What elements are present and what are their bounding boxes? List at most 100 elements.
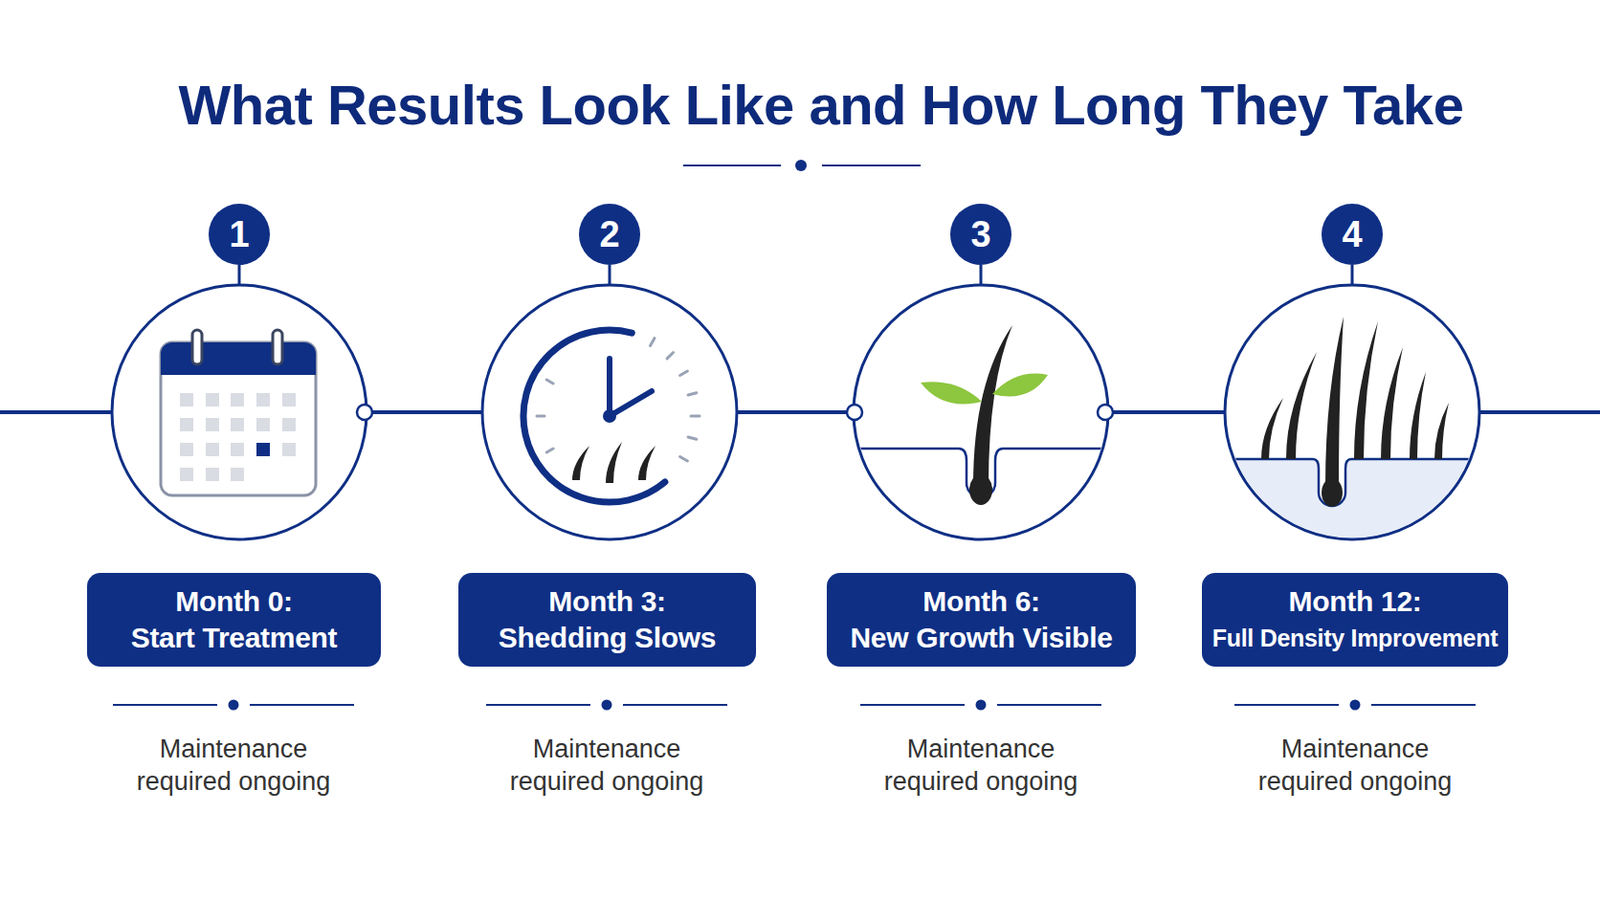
timeline-joint xyxy=(846,404,863,421)
leaf xyxy=(920,381,982,404)
clock-tick xyxy=(546,448,554,453)
calendar-day xyxy=(230,467,245,482)
step-label-box: Month 0:Start Treatment xyxy=(87,573,381,667)
step-description: New Growth Visible xyxy=(836,620,1127,657)
calendar-day xyxy=(282,443,296,457)
clock-dashes xyxy=(536,338,700,462)
hair-strand xyxy=(1380,347,1403,460)
clock-hand xyxy=(609,391,652,417)
diagram-title: What Results Look Like and How Long They… xyxy=(55,73,1587,137)
clock-dash xyxy=(688,393,697,396)
step-label-box: Month 3:Shedding Slows xyxy=(458,573,756,667)
ornament-line xyxy=(249,704,355,707)
step-heading: Month 0: xyxy=(96,583,372,621)
calendar-day xyxy=(179,418,194,432)
calendar-grid xyxy=(179,393,296,482)
calendar-day xyxy=(230,443,245,457)
calendar-ring xyxy=(272,330,283,365)
hair-strands xyxy=(572,442,656,484)
maintenance-note: Maintenance required ongoing xyxy=(123,733,344,799)
calendar-day xyxy=(230,393,245,407)
ornament-dot xyxy=(228,700,240,712)
calendar-day xyxy=(205,443,220,457)
ornament-dot xyxy=(795,159,807,172)
calendar-day xyxy=(205,467,220,482)
calendar-day xyxy=(179,467,194,482)
ornament-line xyxy=(997,704,1102,707)
hair-strand xyxy=(572,445,590,481)
clock-dash xyxy=(688,437,697,440)
step-badge: 1 xyxy=(208,203,270,266)
timeline-joint xyxy=(1097,404,1113,421)
calendar-day xyxy=(205,393,220,407)
maintenance-note: Maintenance required ongoing xyxy=(496,733,717,799)
clock-dash xyxy=(666,353,673,359)
ornament-line xyxy=(1234,704,1339,707)
clock-dash xyxy=(650,338,656,347)
icon-circle xyxy=(111,285,367,540)
step-label-box: Month 12:Full Density Improvement xyxy=(1201,573,1509,667)
step-heading: Month 3: xyxy=(467,583,747,621)
step-label-box: Month 6:New Growth Visible xyxy=(826,573,1136,667)
step-badge: 2 xyxy=(578,203,641,266)
hair-strand xyxy=(1354,321,1378,460)
calendar-ring xyxy=(192,330,202,365)
calendar-header xyxy=(160,342,316,376)
badge-stem xyxy=(608,265,612,286)
hair-strand xyxy=(1434,402,1449,460)
icon-circle xyxy=(853,285,1109,540)
hair-shaft xyxy=(973,325,1013,487)
maintenance-note: Maintenance required ongoing xyxy=(1244,733,1466,799)
box-ornaments xyxy=(112,704,1476,707)
hair-strand xyxy=(1325,316,1344,487)
badge-circle xyxy=(1321,203,1383,266)
hair-strands xyxy=(1261,316,1449,487)
step-heading: Month 12: xyxy=(1211,583,1499,621)
calendar-today xyxy=(256,443,270,457)
ornament-dot xyxy=(601,700,613,712)
ornament-line xyxy=(822,164,921,167)
ornament-line xyxy=(486,704,591,707)
badge-circle xyxy=(578,203,641,266)
calendar-day xyxy=(179,393,194,407)
hair-bulb xyxy=(1321,478,1343,508)
calendar-day xyxy=(230,418,245,432)
sprout-icon xyxy=(853,325,1109,506)
badge-circle xyxy=(950,203,1012,266)
scalp-line xyxy=(1215,459,1493,507)
hair-bulb xyxy=(969,474,993,506)
clock-hand xyxy=(606,358,613,417)
maintenance-note: Maintenance required ongoing xyxy=(870,733,1091,799)
badge-circle xyxy=(208,203,270,266)
step-number: 3 xyxy=(950,203,1012,266)
clock-arc xyxy=(523,330,666,503)
step-badge: 4 xyxy=(1321,203,1383,266)
step-description: Shedding Slows xyxy=(467,620,747,657)
hair-strand xyxy=(638,445,656,481)
step-number: 4 xyxy=(1321,203,1383,266)
hair-strand xyxy=(605,442,623,484)
step-badge: 3 xyxy=(950,203,1012,266)
ornament-line xyxy=(1371,704,1476,707)
hair-strand xyxy=(1286,352,1317,460)
calendar-day xyxy=(256,393,270,407)
clock-center xyxy=(602,409,617,423)
calendar-day xyxy=(205,418,220,432)
step-description: Full Density Improvement xyxy=(1211,620,1499,657)
hair-strand xyxy=(1261,398,1284,460)
icon-circle xyxy=(482,285,737,540)
scalp-fill xyxy=(1215,459,1493,575)
timeline-joint xyxy=(356,404,373,421)
clock-tick xyxy=(546,379,554,384)
step-number: 1 xyxy=(208,203,270,266)
leaf xyxy=(992,374,1048,398)
calendar-day xyxy=(282,418,296,432)
step-number: 2 xyxy=(578,203,641,266)
clock-dash xyxy=(680,457,689,463)
calendar-day xyxy=(282,393,296,407)
calendar-body xyxy=(160,342,316,496)
ornament-line xyxy=(622,704,728,707)
step-description: Start Treatment xyxy=(96,620,372,657)
ornament-dot xyxy=(1350,700,1361,712)
ornament-line xyxy=(683,164,781,167)
